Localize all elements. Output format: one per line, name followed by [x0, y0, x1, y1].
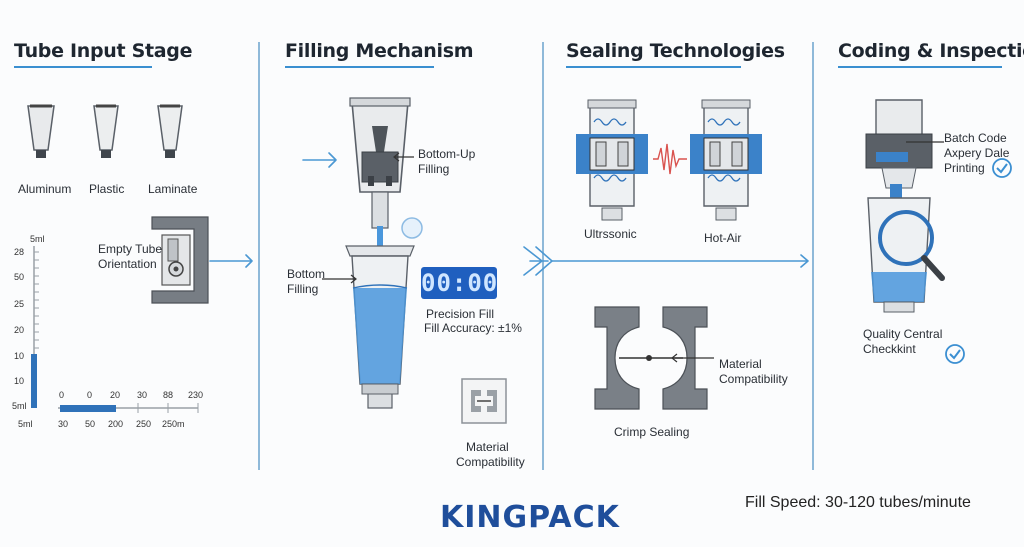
coding-inspection-illustration [865, 99, 945, 313]
pointer-arrow-icon [671, 353, 714, 363]
title-underline [285, 66, 434, 68]
hot-air-label: Hot-Air [704, 231, 742, 245]
gauge-y-tick: 5ml [30, 234, 45, 244]
bottom-up-filling-label-line1: Bottom-Up [418, 147, 476, 161]
gauge-x-tick: 20 [110, 390, 121, 400]
horizontal-gauge [58, 403, 199, 413]
gauge-y-tick: 5ml [12, 401, 27, 411]
title-underline [838, 66, 1002, 68]
gauge-x-tick-bottom: 200 [108, 419, 124, 429]
title-underline [566, 66, 741, 68]
tube-type-plastic-label: Plastic [89, 182, 125, 196]
title-underline [14, 66, 152, 68]
pointer-arrow-icon [906, 141, 944, 143]
vertical-gauge [31, 246, 39, 408]
material-compatibility-label-line2: Compatibility [456, 455, 525, 469]
gauge-y-tick: 50 [14, 272, 25, 282]
ultrasonic-label: Ultrssonic [584, 227, 637, 241]
batch-check-icon [992, 158, 1012, 178]
orientation-label-line2: Orientation [98, 257, 157, 271]
vibration-wave-icon [653, 143, 687, 175]
gauge-x-tick-bottom: 250 [136, 419, 152, 429]
gauge-y-tick: 28 [14, 247, 25, 257]
batch-code-label-line1: Batch Code [944, 131, 1007, 145]
stage-divider [258, 42, 260, 470]
fill-timer-value: 00:00 [421, 269, 499, 297]
batch-code-label-line2: Axpery Dale [944, 146, 1010, 160]
gauge-x-tick: 88 [163, 390, 174, 400]
gauge-x-tick-bottom: 50 [85, 419, 96, 429]
crimp-sealing-jaws-icon [594, 306, 708, 410]
laminate-tube-icon [157, 104, 183, 158]
gauge-x-tick: 30 [137, 390, 148, 400]
bottom-up-filling-label-line2: Filling [418, 162, 450, 176]
crimp-sealing-label: Crimp Sealing [614, 425, 690, 439]
quality-control-label-line2: Checkkint [863, 342, 916, 356]
gauge-y-tick: 25 [14, 299, 25, 309]
pointer-arrow-icon [393, 152, 414, 162]
bottom-filling-label-line1: Bottom [287, 267, 326, 281]
precision-fill-label: Precision Fill [426, 307, 495, 321]
fill-speed-label: Fill Speed: 30-120 tubes/minute [745, 494, 971, 511]
brand-logo: KINGPACK [440, 500, 620, 535]
crimp-material-label-line1: Material [719, 357, 762, 371]
quality-control-label-line1: Quality Central [863, 327, 943, 341]
filling-machine-illustration [345, 97, 415, 409]
droplet-bubble-icon [401, 217, 423, 239]
material-compatibility-label-line1: Material [466, 440, 509, 454]
gauge-x-tick-bottom: 5ml [18, 419, 33, 429]
gauge-x-tick-bottom: 250m [162, 419, 185, 429]
fill-timer-display: 00:00 [421, 267, 497, 299]
gauge-x-tick-bottom: 30 [58, 419, 69, 429]
gauge-x-tick: 0 [87, 390, 93, 400]
stage-divider [542, 42, 544, 470]
stage-divider [812, 42, 814, 470]
stage-title-coding: Coding & Inspection [838, 40, 1024, 62]
fill-accuracy-label: Fill Accuracy: ±1% [424, 321, 522, 335]
pointer-arrow-icon [322, 274, 357, 284]
material-compatibility-icon [461, 378, 507, 424]
tube-type-laminate-label: Laminate [148, 182, 198, 196]
ultrasonic-sealer-icon [576, 99, 648, 221]
gauge-y-tick: 20 [14, 325, 25, 335]
orientation-device-icon [151, 216, 209, 304]
stage-title-filling: Filling Mechanism [285, 40, 474, 62]
batch-code-label-line3: Printing [944, 161, 985, 175]
gauge-y-tick: 10 [14, 376, 25, 386]
crimp-material-label-line2: Compatibility [719, 372, 788, 386]
hot-air-sealer-icon [690, 99, 762, 221]
stage-title-sealing: Sealing Technologies [566, 40, 785, 62]
aluminum-tube-icon [27, 104, 55, 158]
orientation-label-line1: Empty Tube [98, 242, 163, 256]
stage-title-input: Tube Input Stage [14, 40, 193, 62]
bottom-filling-label-line2: Filling [287, 282, 319, 296]
gauge-x-tick: 0 [59, 390, 65, 400]
tube-type-aluminum-label: Aluminum [18, 182, 72, 196]
gauge-x-tick: 230 [188, 390, 204, 400]
quality-check-icon [945, 344, 965, 364]
plastic-tube-icon [93, 104, 119, 158]
gauge-y-tick: 10 [14, 351, 25, 361]
